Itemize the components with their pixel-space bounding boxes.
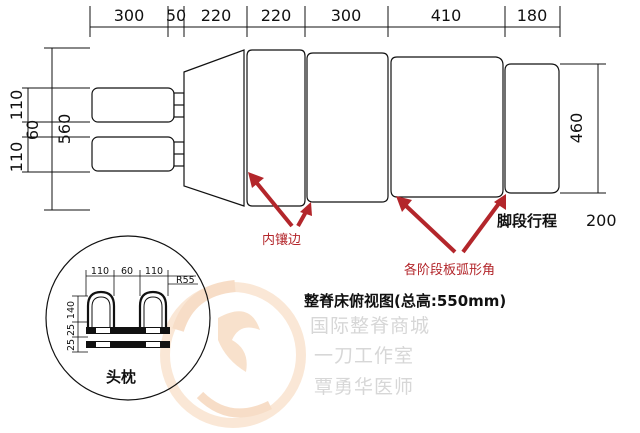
arrow-inner-inlay-1 [254, 180, 294, 228]
dim-middle-60: 60 [23, 120, 42, 140]
watermark-text: 国际整脊商城 一刀工作室 覃勇华医师 [310, 315, 430, 398]
watermark-line-3: 覃勇华医师 [314, 376, 414, 398]
top-dimension-line [89, 6, 561, 37]
inset-dim-25-b: 25 [66, 339, 77, 351]
arrowhead-arc-corner-1 [396, 196, 412, 212]
left-dimension-lines [22, 47, 90, 211]
dim-taper-220: 220 [201, 6, 232, 25]
right-dimension-line [560, 63, 606, 194]
dim-total-width-560: 560 [55, 114, 74, 145]
arrowhead-arc-corner-2 [494, 194, 506, 210]
arrowhead-inner-inlay-1 [248, 172, 264, 188]
dim-head-300: 300 [114, 6, 145, 25]
dim-foot-width-460: 460 [567, 113, 586, 144]
inset-dim-140: 140 [66, 301, 77, 319]
dim-upper-110: 110 [7, 90, 26, 121]
inset-dim-110-right: 110 [145, 266, 163, 277]
head-pad-upper [91, 87, 175, 123]
bed-outline [91, 49, 560, 207]
watermark-logo [160, 280, 306, 428]
thigh-section [390, 56, 504, 198]
head-pad-lower [91, 136, 175, 172]
watermark-line-1: 国际整脊商城 [310, 315, 430, 337]
inset-dim-60: 60 [121, 266, 133, 277]
inset-dim-25-a: 25 [66, 324, 77, 336]
diagram-title: 整脊床俯视图(总高:550mm) [304, 292, 506, 310]
inset-dim-radius: R55 [176, 275, 195, 286]
waist-section [306, 52, 389, 203]
callout-arc-corners: 各阶段板弧形角 [404, 262, 495, 278]
inset-connector-bar-lower [86, 341, 170, 348]
watermark-line-2: 一刀工作室 [314, 345, 414, 367]
foot-section [504, 63, 560, 194]
callout-arrows [248, 172, 506, 254]
foot-travel-label: 脚段行程 [497, 212, 557, 230]
inset-pad-left-arch [86, 290, 116, 330]
dim-thigh-410: 410 [431, 6, 462, 25]
inset-pad-right-arch [138, 290, 168, 330]
dim-neck-50: 50 [166, 6, 186, 25]
inset-connector-bar-upper [86, 327, 170, 334]
arrowhead-inner-inlay-2 [300, 202, 312, 216]
headrest-inset: 110 60 110 R55 140 25 25 头枕 [45, 235, 211, 401]
inset-dim-110-left: 110 [91, 266, 109, 277]
arrow-arc-corner-2 [461, 200, 502, 254]
dim-chest-220: 220 [261, 6, 292, 25]
top-dimension-labels: 300 50 220 220 300 410 180 [114, 6, 548, 25]
shoulder-taper-section [183, 49, 245, 207]
arrow-arc-corner-1 [402, 202, 457, 254]
dim-lower-110: 110 [7, 142, 26, 173]
dim-foot-180: 180 [517, 6, 548, 25]
inset-label-headrest: 头枕 [106, 368, 136, 386]
chest-section [246, 49, 306, 207]
dim-waist-300: 300 [331, 6, 362, 25]
callout-inner-inlay: 内镶边 [262, 232, 301, 248]
foot-travel-value: 200 [586, 211, 617, 230]
